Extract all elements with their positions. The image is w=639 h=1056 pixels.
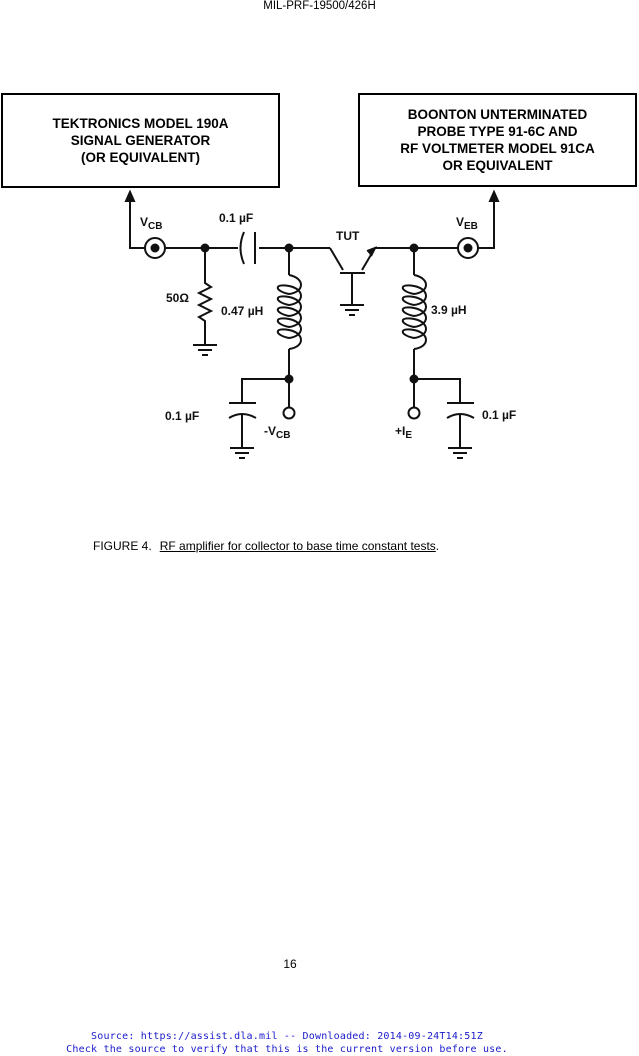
page-number: 16 bbox=[283, 957, 297, 971]
rf-voltmeter-line-4: OR EQUIVALENT bbox=[442, 158, 553, 173]
inductor-047uh-icon bbox=[276, 248, 302, 379]
figure-title: RF amplifier for collector to base time … bbox=[159, 539, 436, 553]
ie-terminal-icon bbox=[407, 406, 421, 420]
figure-number: FIGURE 4. bbox=[93, 539, 152, 553]
rf-voltmeter-line-1: BOONTON UNTERMINATED bbox=[407, 107, 588, 122]
rf-voltmeter-line-3: RF VOLTMETER MODEL 91CA bbox=[400, 141, 595, 156]
inductor-39uh-icon bbox=[401, 248, 427, 379]
coupling-capacitor-label: 0.1 µF bbox=[219, 211, 254, 225]
figure-caption-period: . bbox=[435, 539, 440, 553]
resistor-label: 50Ω bbox=[166, 291, 189, 305]
right-capacitor-label: 0.1 µF bbox=[482, 408, 517, 422]
left-signal-wire bbox=[124, 189, 145, 249]
neg-vcb-terminal-icon bbox=[282, 406, 296, 420]
transistor-tut-icon bbox=[329, 246, 378, 305]
left-bypass-capacitor-icon bbox=[228, 378, 289, 448]
ie-label: +IE bbox=[395, 424, 413, 441]
tut-label: TUT bbox=[336, 229, 360, 243]
figure-caption: FIGURE 4. RF amplifier for collector to b… bbox=[93, 539, 439, 553]
ground-icon bbox=[448, 447, 472, 459]
footer-check-line: Check the source to verify that this is … bbox=[66, 1044, 508, 1055]
rf-voltmeter-line-2: PROBE TYPE 91-6C AND bbox=[417, 124, 578, 139]
signal-generator-line-1: TEKTRONICS MODEL 190A bbox=[52, 116, 229, 131]
inductor-left-label: 0.47 µH bbox=[221, 304, 264, 318]
veb-connector-icon bbox=[457, 237, 479, 259]
signal-generator-line-3: (OR EQUIVALENT) bbox=[81, 150, 200, 165]
resistor-50-ohm-icon bbox=[196, 248, 214, 345]
inductor-right-label: 3.9 µH bbox=[431, 303, 467, 317]
left-capacitor-label: 0.1 µF bbox=[165, 409, 200, 423]
footer-source-line: Source: https://assist.dla.mil -- Downlo… bbox=[91, 1031, 483, 1042]
right-signal-wire bbox=[478, 189, 500, 249]
vcb-label: VCB bbox=[140, 215, 163, 232]
signal-generator-line-2: SIGNAL GENERATOR bbox=[70, 133, 211, 148]
ground-icon bbox=[340, 304, 364, 316]
circuit-schematic bbox=[124, 189, 500, 459]
rf-voltmeter-box: BOONTON UNTERMINATED PROBE TYPE 91-6C AN… bbox=[358, 93, 637, 187]
neg-vcb-label: -VCB bbox=[264, 424, 291, 441]
vcb-connector-icon bbox=[144, 237, 166, 259]
source-footer: Source: https://assist.dla.mil -- Downlo… bbox=[0, 1030, 574, 1056]
right-bypass-capacitor-icon bbox=[414, 378, 475, 448]
ground-icon bbox=[230, 447, 254, 459]
signal-generator-box: TEKTRONICS MODEL 190A SIGNAL GENERATOR (… bbox=[1, 93, 280, 188]
coupling-capacitor-icon bbox=[239, 231, 256, 265]
veb-label: VEB bbox=[456, 215, 478, 232]
document-id-header: MIL-PRF-19500/426H bbox=[263, 0, 376, 12]
ground-icon bbox=[193, 344, 217, 356]
